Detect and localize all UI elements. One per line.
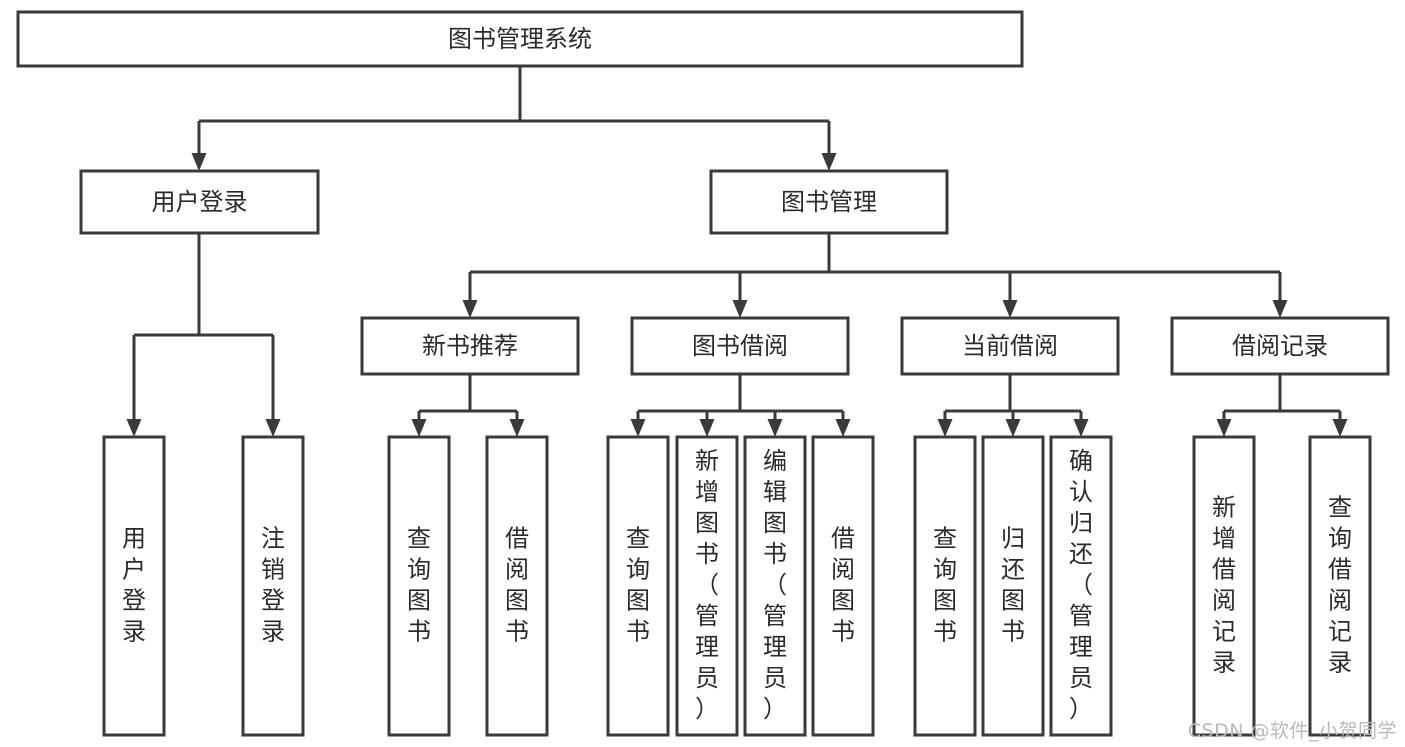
- node-box[interactable]: [900, 316, 1120, 376]
- node-current-borrow[interactable]: 当前借阅: [900, 316, 1120, 376]
- node-leaf-user-login[interactable]: 用户登录: [102, 435, 166, 737]
- node-label: 借阅图书: [831, 525, 855, 646]
- node-label: 新书推荐: [422, 332, 518, 360]
- node-box[interactable]: [360, 316, 580, 376]
- node-box[interactable]: [1170, 316, 1390, 376]
- connector-arrowhead-icon: [1216, 419, 1232, 437]
- node-box[interactable]: [913, 435, 977, 737]
- connector-arrowhead-icon: [937, 419, 953, 437]
- node-user-login[interactable]: 用户登录: [79, 169, 320, 235]
- node-leaf-query-record[interactable]: 查询借阅记录: [1308, 435, 1372, 737]
- node-label: 新增借阅记录: [1212, 494, 1236, 677]
- node-label: 确认归还（管理员）: [1069, 447, 1093, 723]
- node-box[interactable]: [241, 435, 305, 737]
- connector-arrowhead-icon: [699, 419, 715, 437]
- node-box[interactable]: [1049, 435, 1113, 737]
- nodes-layer: 图书管理系统用户登录图书管理新书推荐图书借阅当前借阅借阅记录用户登录注销登录查询…: [16, 10, 1390, 737]
- node-borrow-record[interactable]: 借阅记录: [1170, 316, 1390, 376]
- node-leaf-borrow-book[interactable]: 借阅图书: [811, 435, 875, 737]
- connector-arrowhead-icon: [509, 419, 525, 437]
- node-box[interactable]: [485, 435, 549, 737]
- node-box[interactable]: [387, 435, 451, 737]
- node-box[interactable]: [630, 316, 850, 376]
- node-box[interactable]: [675, 435, 739, 737]
- connector-current-borrow: [937, 374, 1089, 437]
- node-label: 查询图书: [407, 525, 431, 646]
- connector-book-borrow: [630, 374, 851, 437]
- connector-arrowhead-icon: [265, 419, 281, 437]
- connector-book-manage: [462, 233, 1288, 318]
- node-root[interactable]: 图书管理系统: [16, 10, 1024, 68]
- node-label: 查询图书: [626, 525, 650, 646]
- connector-arrowhead-icon: [732, 300, 748, 318]
- connector-root: [191, 66, 837, 171]
- edges-layer: [126, 66, 1348, 437]
- node-box[interactable]: [743, 435, 807, 737]
- connector-arrowhead-icon: [630, 419, 646, 437]
- node-label: 图书管理系统: [448, 25, 592, 53]
- node-box[interactable]: [606, 435, 670, 737]
- node-label: 图书借阅: [692, 332, 788, 360]
- connector-borrow-record: [1216, 374, 1348, 437]
- node-book-manage[interactable]: 图书管理: [709, 169, 949, 235]
- connector-arrowhead-icon: [821, 153, 837, 171]
- connector-arrowhead-icon: [767, 419, 783, 437]
- node-label: 当前借阅: [962, 332, 1058, 360]
- node-label: 注销登录: [261, 525, 285, 646]
- node-leaf-return-book[interactable]: 归还图书: [981, 435, 1045, 737]
- node-label: 查询借阅记录: [1328, 494, 1352, 677]
- connector-arrowhead-icon: [1272, 300, 1288, 318]
- node-box[interactable]: [102, 435, 166, 737]
- node-box[interactable]: [1308, 435, 1372, 737]
- connector-arrowhead-icon: [1332, 419, 1348, 437]
- node-book-borrow[interactable]: 图书借阅: [630, 316, 850, 376]
- node-leaf-confirm-return[interactable]: 确认归还（管理员）: [1049, 435, 1113, 737]
- connector-arrowhead-icon: [191, 153, 207, 171]
- connector-user-login: [126, 233, 281, 437]
- node-label: 新增图书（管理员）: [695, 447, 719, 723]
- connector-arrowhead-icon: [126, 419, 142, 437]
- node-new-book-rec[interactable]: 新书推荐: [360, 316, 580, 376]
- node-label: 借阅图书: [505, 525, 529, 646]
- node-box[interactable]: [1192, 435, 1256, 737]
- connector-arrowhead-icon: [1005, 419, 1021, 437]
- connector-arrowhead-icon: [1073, 419, 1089, 437]
- node-leaf-add-book[interactable]: 新增图书（管理员）: [675, 435, 739, 737]
- node-label: 编辑图书（管理员）: [763, 447, 787, 723]
- node-box[interactable]: [16, 10, 1024, 68]
- connector-arrowhead-icon: [462, 300, 478, 318]
- node-leaf-query-book-borrow[interactable]: 查询图书: [606, 435, 670, 737]
- node-box[interactable]: [981, 435, 1045, 737]
- watermark-text: CSDN @软件_小贺同学: [1187, 720, 1397, 742]
- connector-arrowhead-icon: [835, 419, 851, 437]
- node-label: 归还图书: [1001, 525, 1025, 646]
- node-leaf-logout[interactable]: 注销登录: [241, 435, 305, 737]
- node-label: 图书管理: [781, 188, 877, 216]
- connector-arrowhead-icon: [1002, 300, 1018, 318]
- node-leaf-edit-book[interactable]: 编辑图书（管理员）: [743, 435, 807, 737]
- connector-arrowhead-icon: [411, 419, 427, 437]
- node-box[interactable]: [811, 435, 875, 737]
- node-leaf-add-record[interactable]: 新增借阅记录: [1192, 435, 1256, 737]
- node-box[interactable]: [79, 169, 320, 235]
- connector-new-book-rec: [411, 374, 525, 437]
- node-label: 用户登录: [152, 188, 248, 216]
- node-box[interactable]: [709, 169, 949, 235]
- node-label: 借阅记录: [1232, 332, 1328, 360]
- node-label: 查询图书: [933, 525, 957, 646]
- node-label: 用户登录: [122, 525, 146, 646]
- node-leaf-borrow-book-rec[interactable]: 借阅图书: [485, 435, 549, 737]
- node-leaf-query-book-current[interactable]: 查询图书: [913, 435, 977, 737]
- node-leaf-query-book-rec[interactable]: 查询图书: [387, 435, 451, 737]
